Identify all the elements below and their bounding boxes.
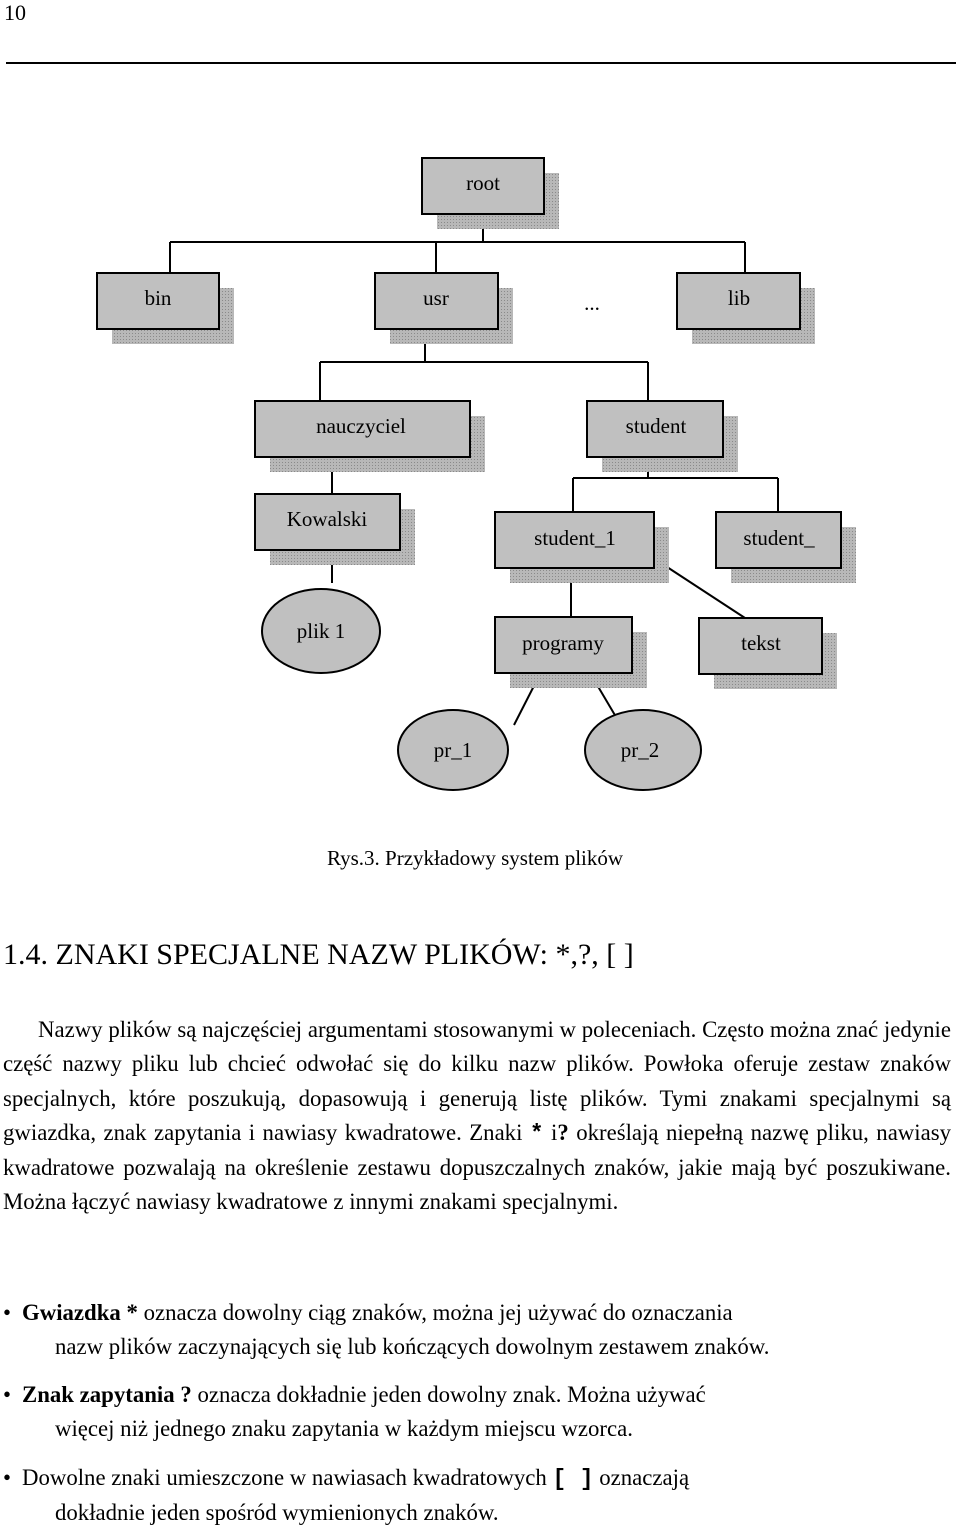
node-nauczyciel-label: nauczyciel [316, 414, 406, 438]
node-kowalski-label: Kowalski [287, 507, 368, 531]
node-pr-1-label: pr_1 [434, 738, 473, 762]
bullet-term: Znak zapytania ? [22, 1382, 192, 1407]
node-student-underscore: student_ [715, 511, 856, 583]
node-pr-2-label: pr_2 [621, 738, 660, 762]
node-pr-2: pr_2 [584, 709, 702, 791]
paragraph-text-2: określają niepełną nazwę pliku, nawiasy … [3, 1119, 951, 1215]
node-plik-1: plik 1 [261, 588, 381, 674]
bullet-item-gwiazdka: • Gwiazdka * oznacza dowolny ciąg znaków… [3, 1296, 951, 1365]
node-lib: lib [676, 272, 815, 344]
node-student-underscore-label: student_ [743, 526, 815, 550]
paragraph-indent [3, 1017, 38, 1042]
paragraph-and: i [551, 1119, 558, 1145]
bullet-text: oznacza dowolny ciąg znaków, można jej u… [143, 1300, 733, 1325]
node-student-label: student [626, 414, 687, 438]
node-tekst-label: tekst [741, 631, 781, 655]
section-heading: 1.4. ZNAKI SPECJALNE NAZW PLIKÓW: *,?, [… [3, 938, 634, 971]
node-nauczyciel: nauczyciel [254, 400, 485, 472]
bullet-text: Dowolne znaki umieszczone w nawiasach kw… [22, 1465, 547, 1490]
header-rule [6, 62, 956, 64]
bullet-item-nawiasy: • Dowolne znaki umieszczone w nawiasach … [3, 1461, 951, 1531]
page-number: 10 [4, 0, 26, 25]
bullet-first-line: Gwiazdka * oznacza dowolny ciąg znaków, … [22, 1300, 733, 1325]
paragraph-star: * [529, 1120, 544, 1147]
node-usr-label: usr [423, 286, 449, 310]
node-bin-label: bin [145, 286, 172, 310]
bullet-continuation: dokładnie jeden spośród wymienionych zna… [55, 1500, 499, 1526]
node-kowalski: Kowalski [254, 493, 415, 565]
node-pr-1: pr_1 [397, 709, 509, 791]
node-programy-label: programy [522, 631, 604, 655]
bullet-continuation: więcej niż jednego znaku zapytania w każ… [55, 1416, 633, 1442]
node-bin: bin [96, 272, 234, 344]
node-tekst: tekst [698, 617, 837, 689]
bullet-text-after: oznaczają [599, 1465, 690, 1490]
bullet-dot: • [3, 1465, 11, 1490]
node-plik-1-label: plik 1 [297, 619, 345, 643]
bullet-text: oznacza dokładnie jeden dowolny znak. Mo… [197, 1382, 706, 1407]
bullet-term: Gwiazdka * [22, 1300, 138, 1325]
node-usr: usr [374, 272, 513, 344]
node-lib-label: lib [728, 286, 750, 310]
file-system-tree-diagram: root bin usr ... lib nauczyciel student … [96, 157, 856, 791]
bullet-item-znak-zapytania: • Znak zapytania ? oznacza dokładnie jed… [3, 1378, 951, 1447]
node-root-label: root [466, 171, 500, 195]
node-programy: programy [494, 616, 647, 688]
body-paragraph: Nazwy plików są najczęściej argumentami … [3, 1013, 951, 1220]
figure-caption-text: Rys.3. Przykładowy system plików [326, 846, 624, 870]
paragraph-qmark: ? [557, 1119, 569, 1145]
node-student: student [586, 400, 738, 472]
bullet-continuation: nazw plików zaczynających się lub kończą… [55, 1334, 770, 1360]
bullet-dot: • [3, 1300, 11, 1325]
figure-caption: Rys.3. Przykładowy system plików [0, 846, 960, 871]
ellipsis-more-nodes: ... [584, 291, 600, 315]
node-student-1: student_1 [494, 511, 669, 583]
paragraph-text-1: Nazwy plików są najczęściej argumentami … [3, 1017, 951, 1145]
bullet-dot: • [3, 1382, 11, 1407]
node-root: root [421, 157, 559, 229]
bullet-first-line: Dowolne znaki umieszczone w nawiasach kw… [22, 1465, 690, 1492]
node-student-1-label: student_1 [534, 526, 616, 550]
bullet-term: [ ] [552, 1466, 594, 1492]
bullet-first-line: Znak zapytania ? oznacza dokładnie jeden… [22, 1382, 706, 1407]
